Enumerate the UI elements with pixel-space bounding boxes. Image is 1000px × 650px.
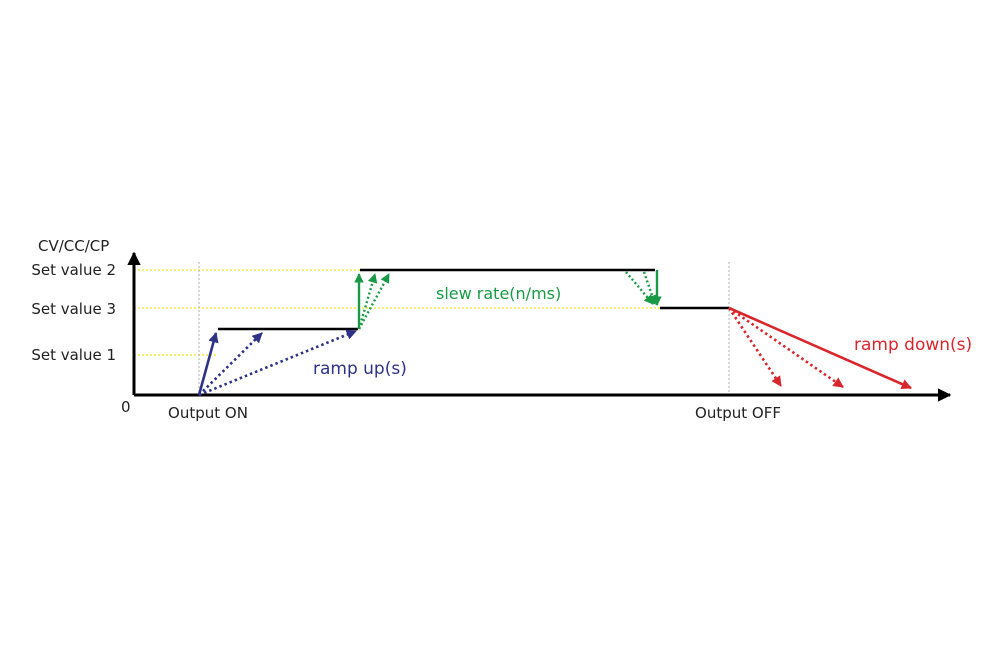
annotation-ramp-up: ramp up(s) — [313, 359, 407, 379]
annotation-slew-rate: slew rate(n/ms) — [436, 284, 561, 303]
label-set-value-2: Set value 2 — [31, 261, 116, 279]
slew-rise-arrow-dotted-2 — [357, 273, 391, 330]
ramp-down-arrow-dotted-1 — [727, 307, 783, 387]
slew-fall-arrow-dotted-2 — [625, 271, 654, 305]
ramp-up-arrow-dotted-2 — [198, 329, 357, 397]
label-set-value-3: Set value 3 — [31, 300, 116, 318]
label-output-off: Output OFF — [695, 404, 781, 422]
ramp-down-arrow-dotted-2 — [728, 306, 844, 389]
ramp-down-arrow-solid — [728, 306, 912, 390]
slew-rise-arrow-dotted-1 — [357, 273, 378, 330]
slew-fall-arrow-dotted-1 — [642, 271, 657, 305]
ramp-down-arrows — [727, 306, 912, 390]
y-axis-label: CV/CC/CP — [38, 237, 109, 255]
label-output-on: Output ON — [168, 404, 248, 422]
slew-fall-arrows — [625, 270, 662, 306]
slew-rise-arrows — [354, 273, 391, 330]
origin-label: 0 — [121, 398, 131, 416]
label-set-value-1: Set value 1 — [31, 346, 116, 364]
ramp-up-arrows — [197, 329, 357, 397]
output-waveform — [218, 268, 729, 331]
ramp-up-arrow-dotted-1 — [198, 332, 263, 396]
ramp-up-arrow-solid — [197, 331, 219, 396]
annotation-ramp-down: ramp down(s) — [854, 335, 972, 355]
